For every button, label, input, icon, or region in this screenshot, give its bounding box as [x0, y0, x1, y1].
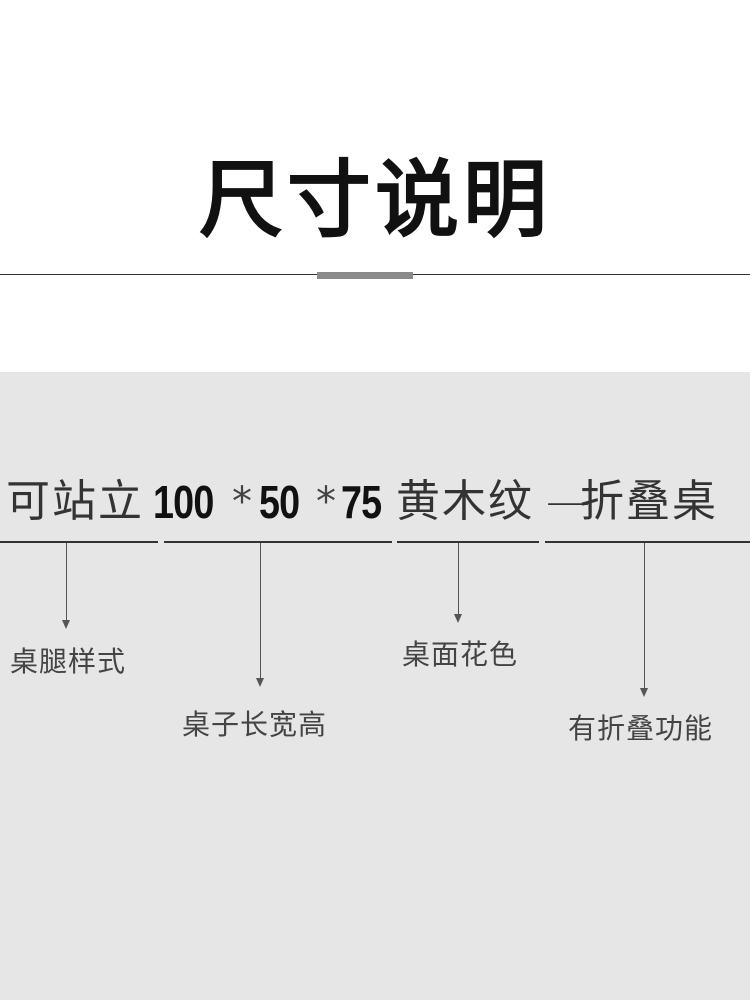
arrow-down-icon [640, 688, 648, 697]
segment-underline [164, 541, 392, 543]
arrow-down-icon [256, 678, 264, 687]
product-separator: * [316, 479, 336, 525]
product-length-text: 100 [153, 476, 214, 528]
pointer-line [458, 543, 459, 615]
label-leg-style: 桌腿样式 [10, 645, 127, 678]
page-title: 尺寸说明 [198, 151, 551, 249]
title-accent-bar [317, 272, 413, 279]
product-width-text: 50 [259, 476, 300, 528]
product-color-text: 黄木纹 [396, 476, 534, 527]
pointer-line [66, 543, 67, 621]
product-style-text: 可站立 [6, 476, 144, 527]
pointer-line [260, 543, 261, 679]
product-height-text: 75 [341, 476, 382, 528]
product-function-text: 折叠桌 [580, 476, 718, 527]
dimension-panel [0, 372, 750, 1000]
label-dimensions: 桌子长宽高 [182, 708, 328, 741]
product-dash: — [546, 476, 592, 527]
segment-underline [397, 541, 539, 543]
segment-underline [545, 541, 750, 543]
label-folding: 有折叠功能 [568, 712, 714, 745]
product-separator: * [232, 479, 252, 525]
label-surface-color: 桌面花色 [402, 638, 519, 671]
arrow-down-icon [454, 614, 462, 623]
arrow-down-icon [62, 620, 70, 629]
pointer-line [644, 543, 645, 689]
product-name: 可站立 100 * 50 * 75 黄木纹 — 折叠桌 [0, 472, 750, 532]
segment-underline [0, 541, 158, 543]
